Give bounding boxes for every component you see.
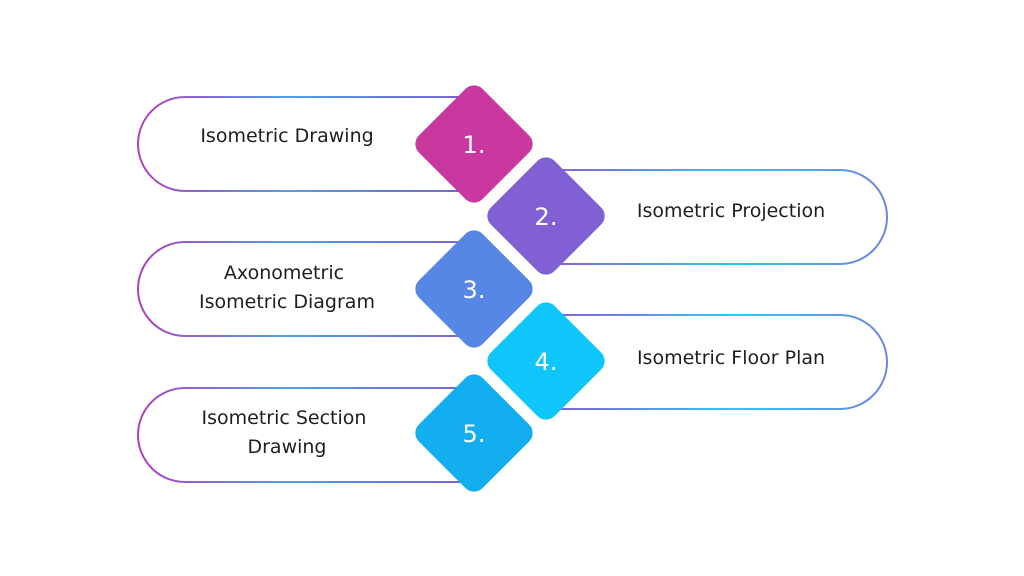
step-5-diamond: [415, 374, 533, 492]
step-5-label-line-2: Drawing: [247, 436, 326, 458]
step-3-number: 3.: [463, 276, 486, 304]
step-1-diamond: [415, 85, 533, 203]
step-5-label: Isometric Section Drawing: [202, 407, 373, 458]
step-4-number: 4.: [535, 348, 558, 376]
pill-outline-5: [137, 387, 470, 483]
step-5: 5. Isometric Section Drawing: [202, 374, 533, 492]
step-1-number: 1.: [463, 131, 486, 159]
step-3-diamond: [415, 230, 533, 348]
step-5-number: 5.: [463, 420, 486, 448]
step-2-number: 2.: [535, 203, 558, 231]
step-1-label: Isometric Drawing: [200, 125, 373, 147]
pill-outline-1: [137, 96, 470, 192]
pill-outlines: [137, 96, 888, 483]
step-5-label-line-1: Isometric Section: [202, 407, 367, 429]
step-2: 2. Isometric Projection: [487, 157, 825, 275]
step-1-label-line-1: Isometric Drawing: [200, 125, 373, 147]
pill-outline-4: [550, 314, 888, 410]
step-4-diamond: [487, 302, 605, 420]
pill-outline-2: [550, 169, 888, 265]
step-2-label-line-1: Isometric Projection: [637, 200, 825, 222]
step-2-label: Isometric Projection: [637, 200, 825, 222]
step-3: 3. Axonometric Isometric Diagram: [199, 230, 533, 348]
step-3-label: Axonometric Isometric Diagram: [199, 262, 375, 313]
step-4-label-line-1: Isometric Floor Plan: [637, 347, 825, 369]
step-3-label-line-2: Isometric Diagram: [199, 291, 375, 313]
step-2-diamond: [487, 157, 605, 275]
step-1: 1. Isometric Drawing: [200, 85, 533, 203]
step-4-label: Isometric Floor Plan: [637, 347, 825, 369]
step-4: 4. Isometric Floor Plan: [487, 302, 825, 420]
step-3-label-line-1: Axonometric: [224, 262, 344, 284]
pill-outline-3: [137, 241, 470, 337]
